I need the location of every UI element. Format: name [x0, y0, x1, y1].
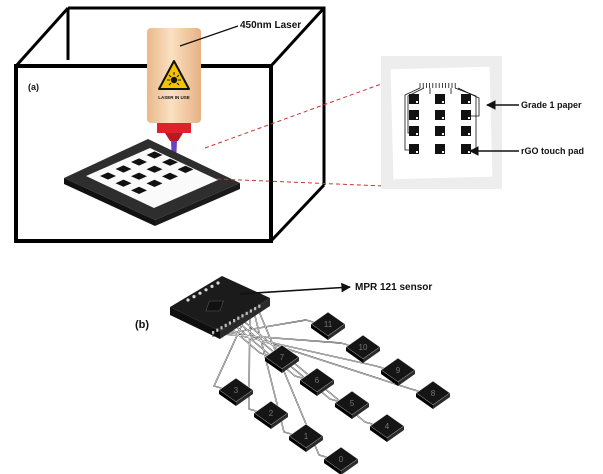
inset-pad [461, 110, 471, 120]
sensor-contact [233, 319, 236, 323]
panel-a-label: (a) [28, 82, 39, 92]
sensor-pin [210, 284, 214, 288]
sensor-pin [204, 288, 208, 292]
paper-sheet [390, 66, 493, 180]
sensor-contact [245, 311, 248, 315]
sensor-contact [241, 314, 244, 318]
inset-pad [409, 144, 419, 154]
inset-pad [435, 144, 445, 154]
sensor-contact [212, 331, 215, 335]
enclosure-box [14, 6, 326, 243]
platform-pad [115, 179, 132, 187]
pad-label: rGO touch pad [521, 146, 584, 156]
inset-pad [409, 110, 419, 120]
touch-pad-number: 7 [280, 353, 285, 362]
platform-pad [131, 158, 147, 166]
touch-pad-number: 4 [385, 422, 390, 431]
touch-pad-number: 3 [234, 386, 239, 395]
sensor-contact [216, 328, 219, 332]
panel-b-label: (b) [135, 319, 149, 331]
platform-pad [146, 179, 163, 187]
sensor-contact [237, 316, 240, 320]
platform-pad [131, 172, 147, 180]
sensor-contact [254, 307, 257, 311]
sensor-contact [249, 309, 252, 313]
sensor-chip [205, 300, 224, 312]
platform-pad [146, 165, 163, 173]
laser-label: 450nm Laser [240, 20, 301, 31]
platform-pad [177, 165, 194, 173]
sensor-pin [192, 295, 196, 299]
sensor-contact [220, 326, 223, 330]
platform-pad-grid [100, 151, 194, 194]
touch-pad-number: 0 [339, 455, 344, 464]
sensor-pins [186, 281, 261, 335]
platform [64, 139, 240, 226]
sensor-contact [258, 304, 261, 308]
platform-pad [100, 172, 116, 180]
sensor-label-arrow [239, 282, 351, 295]
inset-pad [409, 126, 419, 136]
platform-pad [162, 172, 178, 180]
inset-pad [435, 126, 445, 136]
touch-pad-number: 10 [359, 343, 368, 352]
platform-pad [131, 186, 147, 194]
inset-pad-grid [409, 94, 471, 154]
sensor-label: MPR 121 sensor [355, 282, 432, 293]
sensor-contact [228, 321, 231, 325]
platform-pad [162, 158, 178, 166]
inset-pad [461, 126, 471, 136]
inset-pad [461, 144, 471, 154]
sensor-pin [198, 291, 202, 295]
laser-module: LASER IN USE [147, 28, 201, 141]
touch-pad-number: 9 [396, 366, 401, 375]
platform-pad [146, 151, 163, 159]
touch-pad-number: 1 [304, 432, 309, 441]
touch-pad-number: 8 [431, 389, 436, 398]
touch-pad-number: 2 [269, 409, 274, 418]
sensor-contact [224, 323, 227, 327]
touch-pad-number: 11 [324, 320, 333, 329]
platform-pad [115, 165, 132, 173]
sensor-pin [216, 281, 220, 285]
laser-warning-text: LASER IN USE [158, 95, 190, 100]
mpr121-sensor-board [170, 276, 270, 339]
laser-pointer-line [179, 25, 239, 47]
inset-pad [435, 110, 445, 120]
sensor-pin [186, 298, 190, 302]
laser-nozzle [157, 123, 191, 133]
inset-traces [404, 83, 480, 151]
paper-inset [381, 56, 502, 189]
inset-pointer-lines [204, 82, 385, 187]
paper-label: Grade 1 paper [521, 100, 582, 110]
touch-pad-number: 6 [315, 376, 320, 385]
laser-warning-icon [158, 60, 190, 90]
touch-pad-number: 5 [350, 399, 355, 408]
inset-pad [409, 94, 419, 104]
inset-pad [435, 94, 445, 104]
inset-pad [461, 94, 471, 104]
